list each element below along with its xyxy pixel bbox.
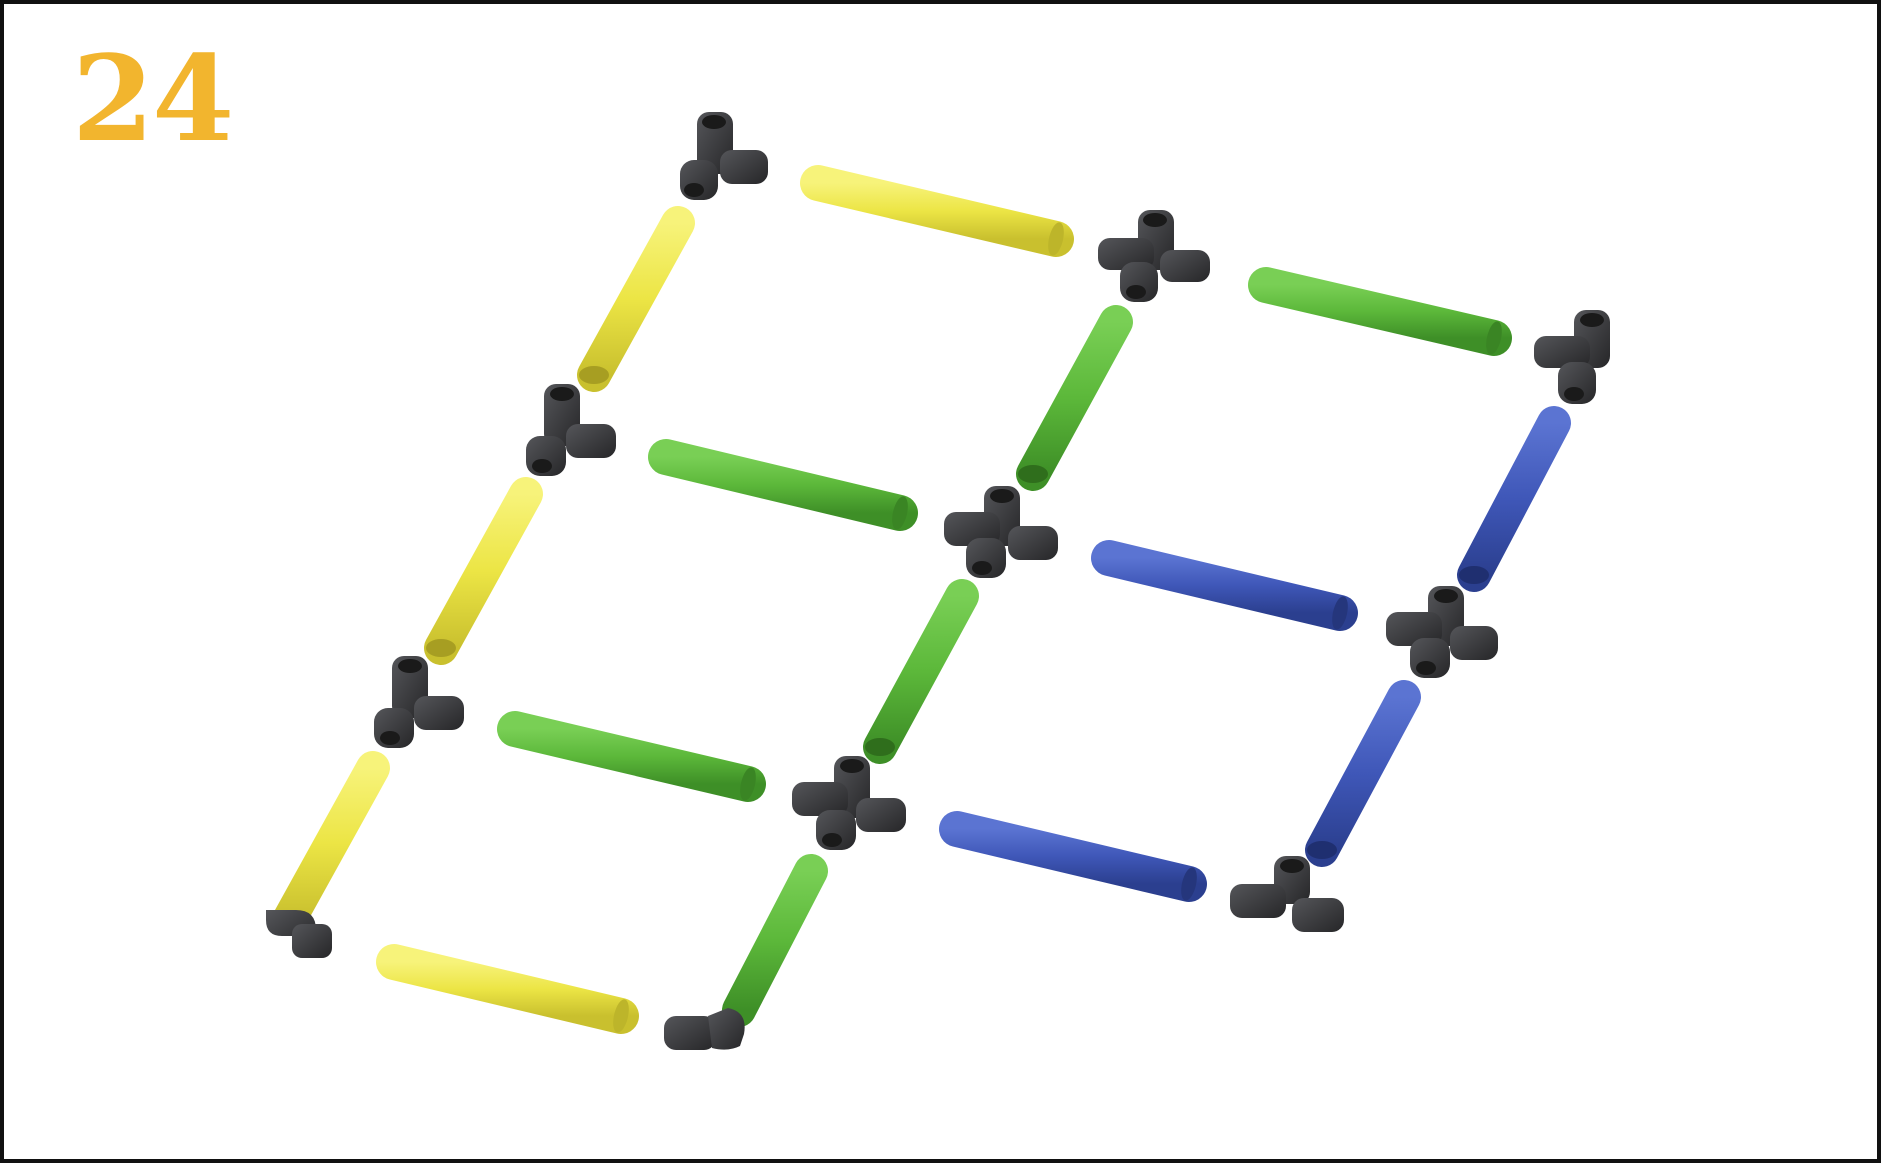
tube-yellow-left-3 (290, 768, 373, 918)
tube-blue-right-vertical-2 (1307, 697, 1404, 859)
tube-green-top-right (1266, 285, 1505, 356)
tube-green-middle-vertical-2 (865, 596, 962, 756)
connector-lower-right-tee (1230, 856, 1344, 932)
connector-bottom-left-elbow (266, 910, 332, 958)
tube-blue-row2-right (1109, 558, 1351, 631)
connector-center-cross (944, 486, 1058, 578)
connector-top-right-corner (1534, 310, 1610, 404)
tube-yellow-left-2 (426, 494, 526, 657)
tube-green-middle-vertical-3 (739, 871, 811, 1010)
tube-yellow-bottom (394, 962, 632, 1034)
connector-lower-center-cross (792, 756, 906, 850)
connector-top-left-corner (680, 112, 768, 200)
tube-green-row2-left (666, 457, 911, 531)
connector-lower-left-tee (374, 656, 464, 748)
tube-yellow-top (818, 183, 1067, 257)
tube-green-row3-left (515, 729, 759, 802)
connector-middle-left-tee (526, 384, 616, 476)
connector-bottom-middle-elbow (664, 1008, 745, 1050)
tube-green-middle-vertical-1 (1018, 322, 1116, 483)
connector-middle-right-tee (1386, 586, 1498, 678)
tube-yellow-left-1 (579, 223, 678, 384)
tube-blue-right-vertical-1 (1459, 423, 1554, 584)
tube-blue-row3-right (957, 829, 1200, 902)
connector-top-middle-tee (1098, 210, 1210, 302)
